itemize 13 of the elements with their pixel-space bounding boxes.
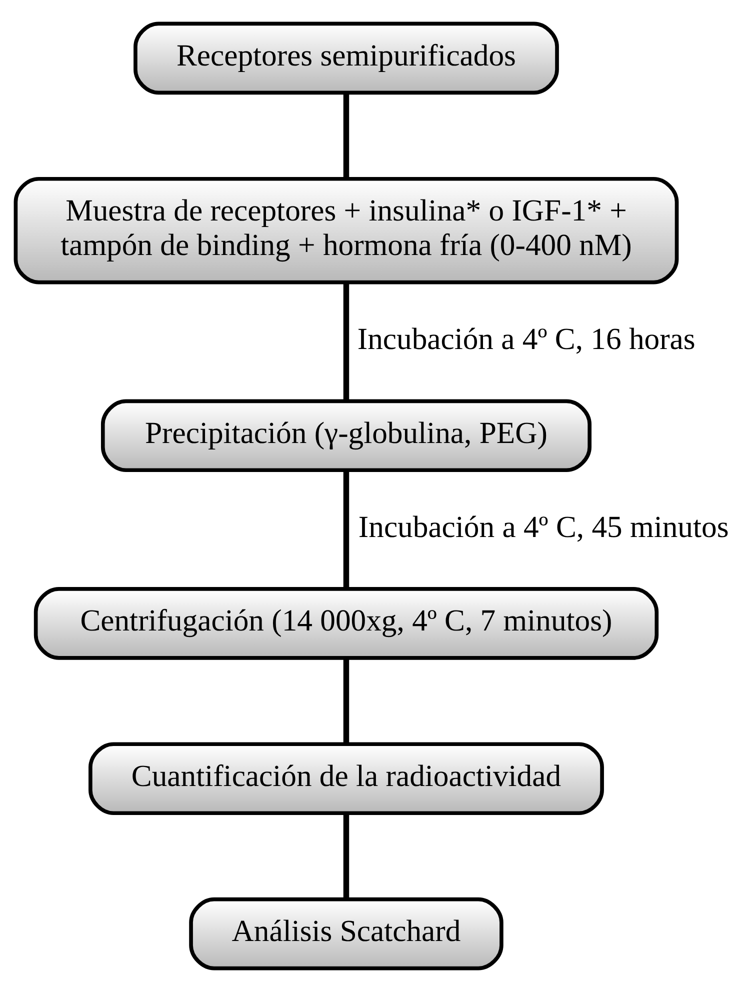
connector [343, 470, 350, 589]
node-box: Centrifugación (14 000xg, 4º C, 7 minutos) [34, 587, 659, 660]
connector [343, 93, 350, 179]
node-box: Cuantificación de la radioactividad [88, 742, 604, 816]
node-box: Receptores semipurificados [134, 22, 559, 95]
edge-label: Incubación a 4º C, 45 minutos [358, 510, 729, 544]
node-box: Precipitación (γ-globulina, PEG) [100, 399, 592, 472]
node-box: Muestra de receptores + insulina* o IGF-1* + tampón de binding + hormona fría (0-400 nM) [14, 176, 679, 284]
connector [343, 813, 350, 900]
edge-label: Incubación a 4º C, 16 horas [357, 322, 696, 356]
connector [343, 282, 350, 402]
connector [343, 658, 350, 744]
node-box: Análisis Scatchard [189, 897, 504, 970]
